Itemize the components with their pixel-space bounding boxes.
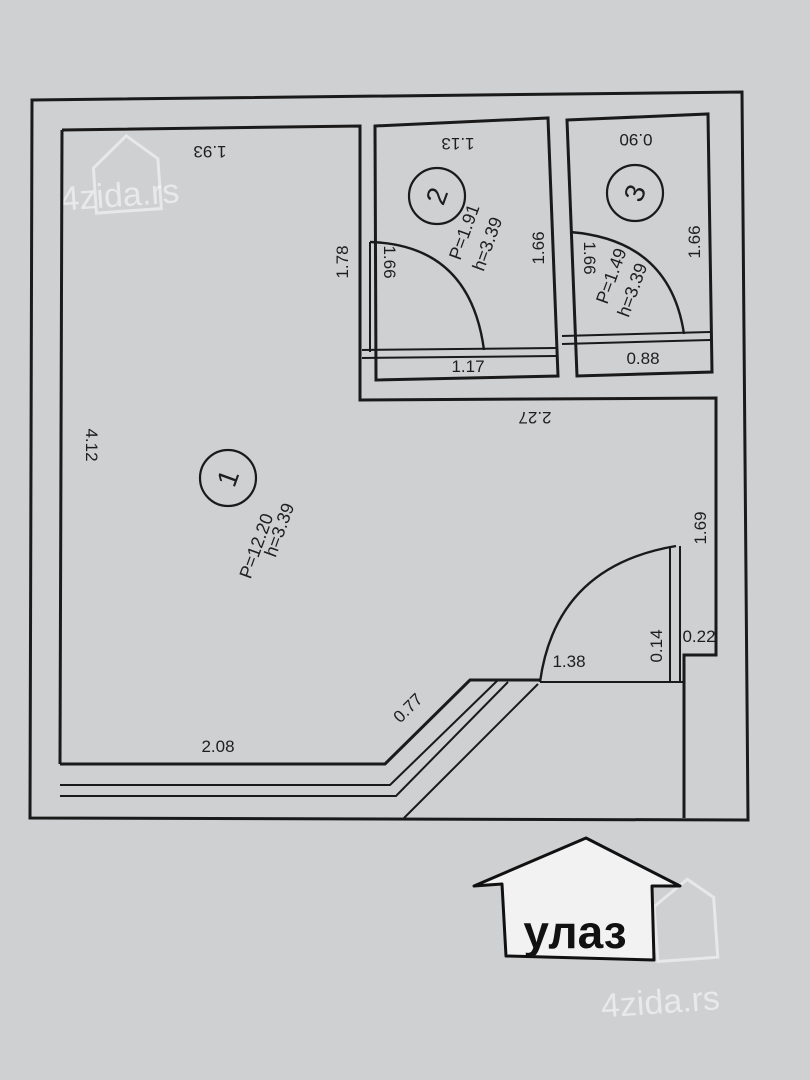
dim-room1-bottom: 2.08: [201, 737, 234, 756]
arrow-up-icon: [472, 836, 682, 962]
dim-room2-top: 1.13: [441, 134, 474, 153]
bottom-wall-outer: [60, 678, 540, 766]
dim-room1-top: 1.93: [193, 142, 226, 161]
entrance-marker: улаз: [472, 836, 682, 962]
door-jamb: [669, 546, 681, 682]
dim-niche-b: 0.22: [682, 627, 715, 646]
dim-room3-left: 1.66: [580, 241, 599, 274]
entrance-label: улаз: [523, 906, 626, 958]
outer-wall: [28, 90, 750, 822]
dim-room1-right-upper: 1.78: [333, 245, 352, 278]
watermark-top: 4zida.rs: [59, 133, 181, 219]
room-3-door-sill: [561, 331, 711, 345]
dim-niche-a: 0.14: [647, 629, 666, 662]
room-1-left-wall: [58, 129, 64, 765]
room-3-door-swing: [569, 230, 686, 335]
watermark-text-top: 4zida.rs: [59, 172, 180, 218]
bottom-wall-line-2: [60, 679, 499, 786]
room-3-number: 3: [618, 180, 652, 205]
dim-room2-bottom: 1.17: [451, 357, 484, 376]
dim-room2-left: 1.66: [380, 245, 399, 278]
dim-room2-right: 1.66: [529, 231, 548, 264]
dim-diagonal: 0.77: [390, 690, 427, 727]
dim-door-opening: 1.38: [552, 652, 585, 671]
room-2-door-sill: [361, 347, 557, 359]
room-2-number: 2: [420, 183, 454, 208]
bottom-wall-line-3: [60, 681, 509, 797]
dim-room3-bottom: 0.88: [626, 349, 659, 368]
room-1-wall: [61, 124, 718, 818]
room-3-marker: [605, 163, 665, 223]
watermark-bottom: 4zida.rs: [600, 877, 721, 1026]
room-1-marker: [198, 448, 258, 508]
room-3-wall: [565, 112, 714, 378]
dim-room1-left: 4.12: [82, 428, 101, 461]
room-2-door-swing: [369, 240, 486, 351]
dim-corridor-right: 1.69: [691, 511, 710, 544]
room-1-number: 1: [211, 465, 245, 490]
dim-room3-right: 1.66: [685, 225, 704, 258]
main-door-swing: [538, 544, 677, 683]
watermark-text-bottom: 4zida.rs: [600, 979, 721, 1025]
room-2-wall: [373, 116, 560, 382]
room-2-marker: [407, 166, 467, 226]
entrance-threshold: [403, 683, 539, 819]
dim-mid-wall: 2.27: [518, 408, 551, 427]
dim-room3-top: 0.90: [619, 130, 652, 149]
